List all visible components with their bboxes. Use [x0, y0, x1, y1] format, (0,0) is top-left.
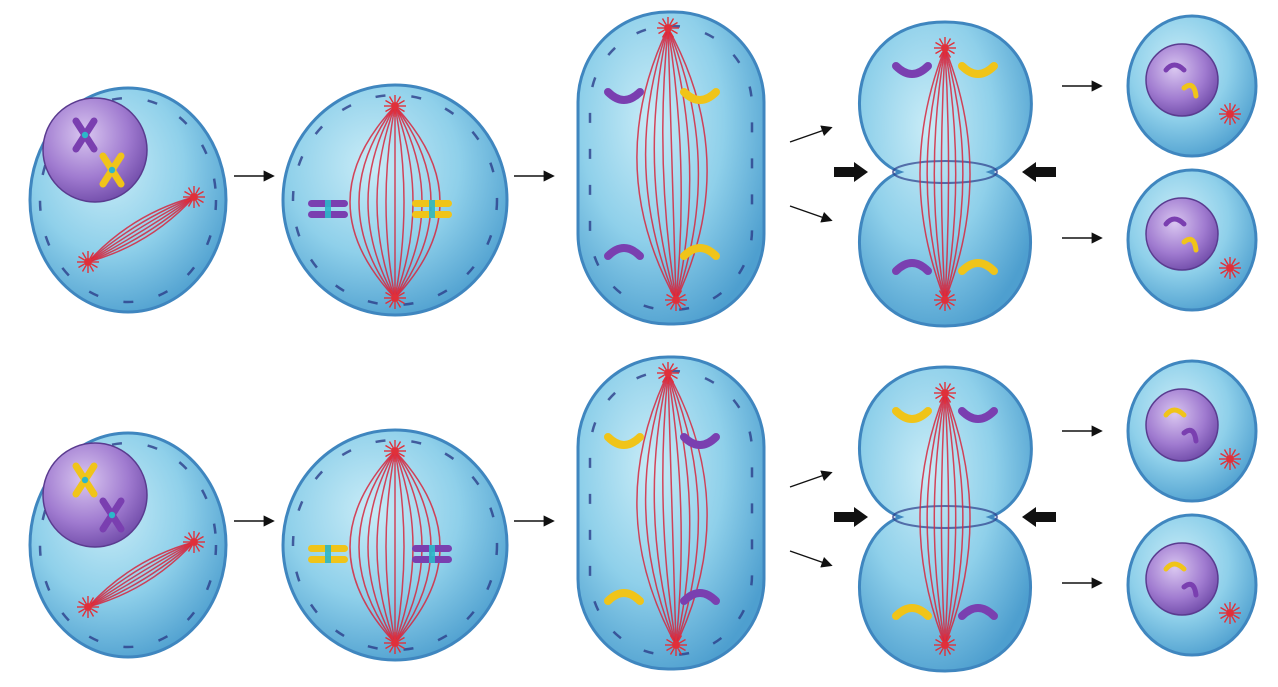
prophase	[30, 88, 226, 312]
right-arrow-icon	[790, 206, 830, 220]
telophase-cytokinesis	[859, 367, 1031, 671]
right-arrow-icon	[790, 551, 830, 565]
right-arrow-icon	[790, 473, 830, 487]
daughter-cell	[1128, 515, 1256, 655]
cleavage-arrow-left-icon	[1022, 162, 1056, 182]
anaphase	[578, 357, 764, 669]
metaphase	[283, 85, 507, 315]
top-row	[30, 12, 1256, 326]
nucleus	[1146, 198, 1218, 270]
daughter-cells	[1128, 16, 1256, 310]
anaphase	[578, 12, 764, 324]
nucleus	[1146, 389, 1218, 461]
daughter-cell	[1128, 16, 1256, 156]
cleavage-arrow-left-icon	[1022, 507, 1056, 527]
daughter-cell	[1128, 170, 1256, 310]
nucleus	[1146, 44, 1218, 116]
metaphase	[283, 430, 507, 660]
prophase	[30, 433, 226, 657]
cleavage-arrow-right-icon	[834, 507, 868, 527]
daughter-cells	[1128, 361, 1256, 655]
cleavage-arrow-right-icon	[834, 162, 868, 182]
nucleus	[1146, 543, 1218, 615]
telophase-cytokinesis	[859, 22, 1031, 326]
daughter-cell	[1128, 361, 1256, 501]
right-arrow-icon	[790, 128, 830, 142]
bottom-row	[30, 357, 1256, 671]
